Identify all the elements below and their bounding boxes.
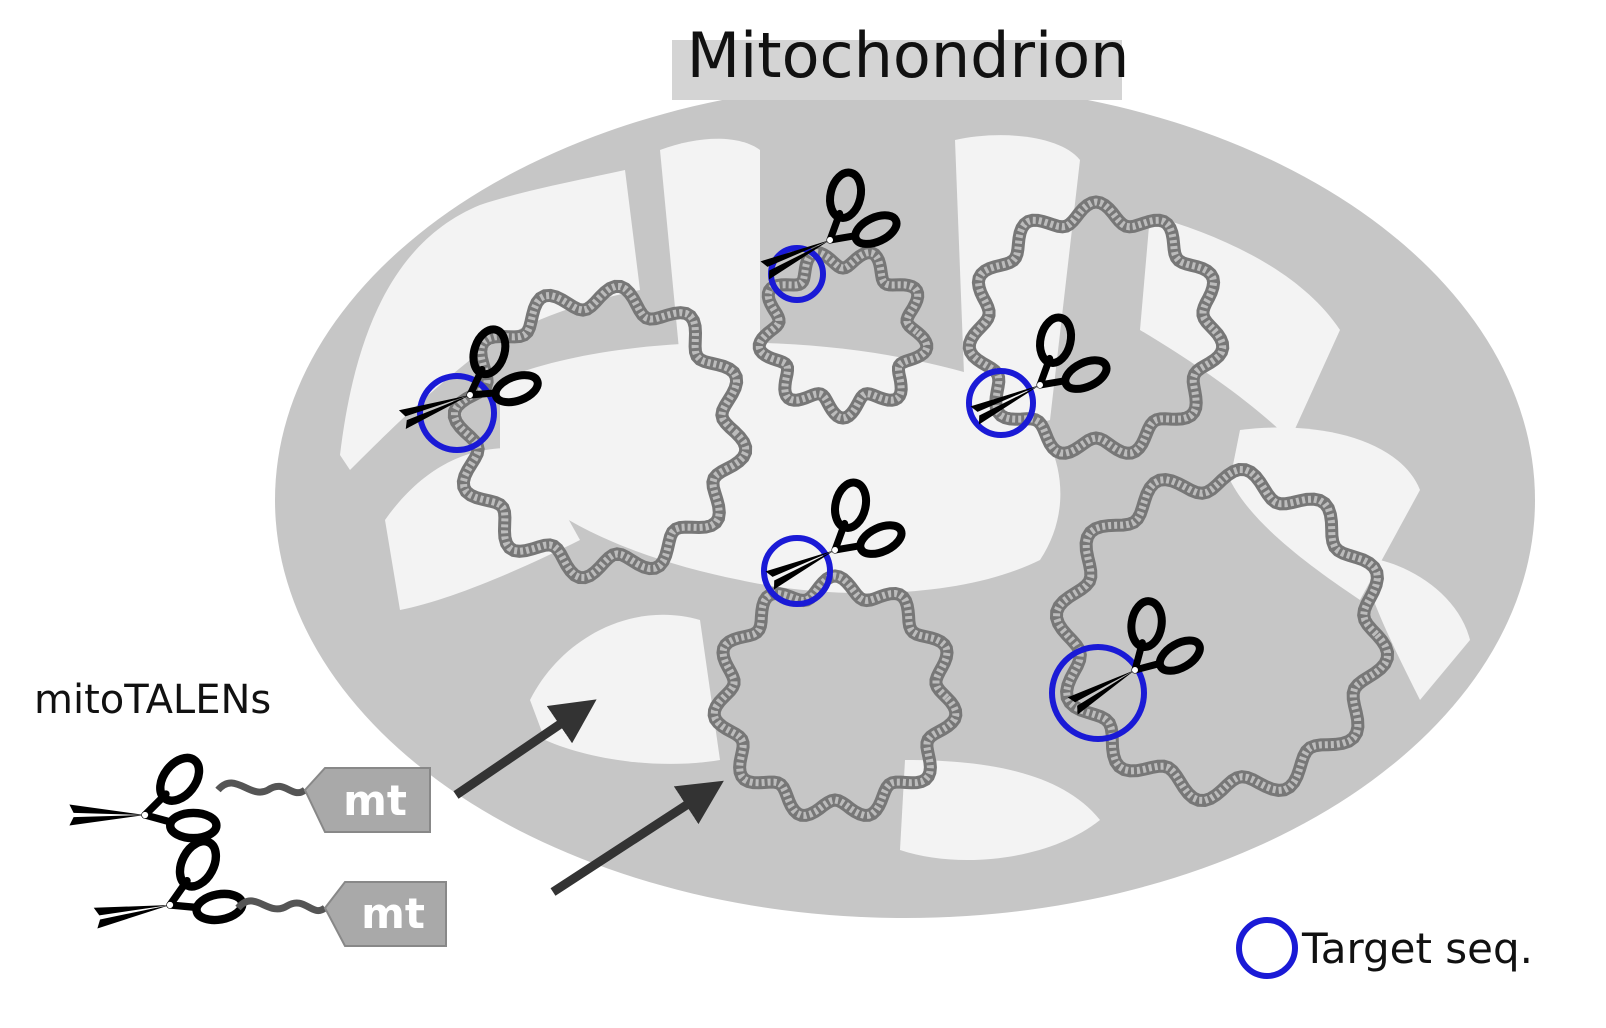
- target-circle: [1049, 644, 1147, 742]
- mitotalen-agent: mt: [69, 751, 431, 839]
- linker: [235, 897, 328, 914]
- legend-label: Target seq.: [1301, 924, 1533, 973]
- mtdna-circles: [447, 195, 1395, 822]
- mtdna-ring: [1052, 465, 1392, 805]
- mitotalen-agent: mt: [84, 829, 447, 947]
- target-site: [949, 301, 1111, 436]
- mt-tag-label: mt: [343, 776, 407, 825]
- scissors-icon: [84, 829, 244, 941]
- mtdna-ring: [450, 282, 750, 582]
- mt-tag: [303, 767, 431, 833]
- target-sites: [381, 156, 1205, 742]
- mtdna-ring: [710, 572, 960, 819]
- target-site: [381, 314, 541, 453]
- scissors-icon: [69, 751, 216, 839]
- entry-arrow: [453, 699, 597, 799]
- mtdna-ring: [755, 249, 931, 422]
- diagram-title: Mitochondrion: [687, 19, 1130, 92]
- target-site: [1042, 583, 1205, 742]
- target-circle: [417, 373, 497, 453]
- agent-label: mitoTALENs: [34, 677, 271, 723]
- mtdna-ring: [965, 198, 1227, 457]
- target-site: [744, 466, 906, 607]
- entry-arrows: [453, 699, 724, 896]
- legend-target-symbol: [1236, 917, 1298, 979]
- mt-tag: [323, 881, 447, 947]
- target-circle: [966, 368, 1036, 438]
- legend: Target seq.: [1236, 917, 1533, 979]
- entry-arrow: [550, 780, 724, 896]
- target-circle: [761, 535, 833, 607]
- cristae: [340, 135, 1470, 860]
- target-site: [739, 156, 901, 303]
- mt-tag-label: mt: [361, 889, 425, 938]
- linker: [215, 779, 308, 797]
